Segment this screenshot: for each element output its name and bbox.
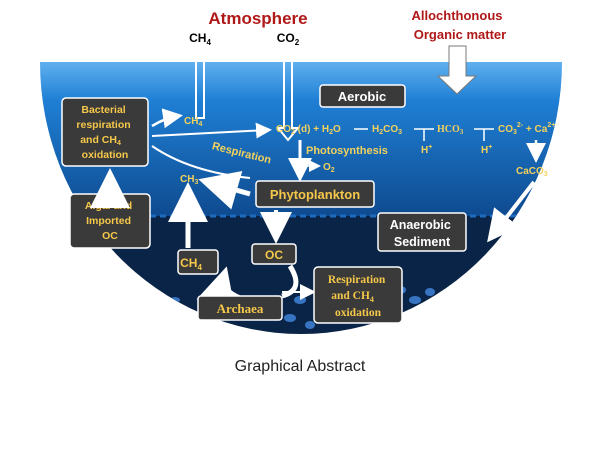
bacterial-respiration-box (61, 97, 149, 167)
ch4-up-arrow (187, 44, 213, 119)
allochthonous-line2: Organic matter (414, 27, 506, 42)
oc-box (251, 243, 297, 265)
bacterial-to-co2-arrow (151, 122, 272, 139)
phytoplankton-label: Phytoplankton (270, 187, 360, 202)
phyto-to-ch3-arrow (198, 171, 251, 210)
h-plus-label-2: H+ (481, 144, 492, 156)
eq-arrow-3 (474, 128, 494, 141)
hco3-label: HCO3 (437, 124, 464, 136)
sediment-respiration-box (313, 266, 403, 324)
atmosphere-co2-label: CO2 (277, 31, 300, 47)
co2-h2o-label: CO2 (d) + H2O (276, 124, 341, 136)
co2-exchange-arrow (275, 44, 301, 142)
aerobic-badge (319, 84, 406, 108)
co3-ca-label: CO32- + Ca2+ (498, 122, 555, 136)
anaerobic-sediment-label: Anaerobic Sediment (390, 218, 455, 249)
ch4-upper-label: CH4 (184, 116, 202, 128)
eq-arrow-2 (414, 128, 434, 141)
h2co3-label: H2CO3 (372, 124, 402, 136)
caco3-to-sediment-arrow (487, 180, 536, 243)
phytoplankton-box (255, 180, 375, 208)
archaea-label: Archaea (217, 301, 264, 316)
figure-caption: Graphical Abstract (234, 358, 366, 375)
bacterial-respiration-text: Bacterial respiration and CH4 oxidation (76, 104, 133, 161)
atmosphere-title: Atmosphere (208, 9, 307, 28)
allochthonous-line1: Allochthonous (412, 8, 503, 23)
atmosphere-ch4-label: CH4 (189, 31, 211, 47)
allochthonous-down-arrow (436, 45, 478, 95)
caco3-label: CaCO3 (516, 166, 548, 178)
anaerobic-sediment-badge (377, 212, 467, 252)
archaea-box (197, 295, 283, 321)
h-plus-label-1: H+ (421, 144, 432, 156)
aerobic-label: Aerobic (338, 89, 386, 104)
photosynthesis-label: Photosynthesis (306, 145, 388, 157)
o2-label: O2 (323, 162, 335, 174)
bacterial-to-ch4-arrow (151, 108, 183, 129)
oc-label: OC (265, 248, 283, 262)
oc-to-archaea-curve (281, 264, 299, 299)
sediment-respiration-text: Respiration and CH4 oxidation (328, 274, 388, 319)
